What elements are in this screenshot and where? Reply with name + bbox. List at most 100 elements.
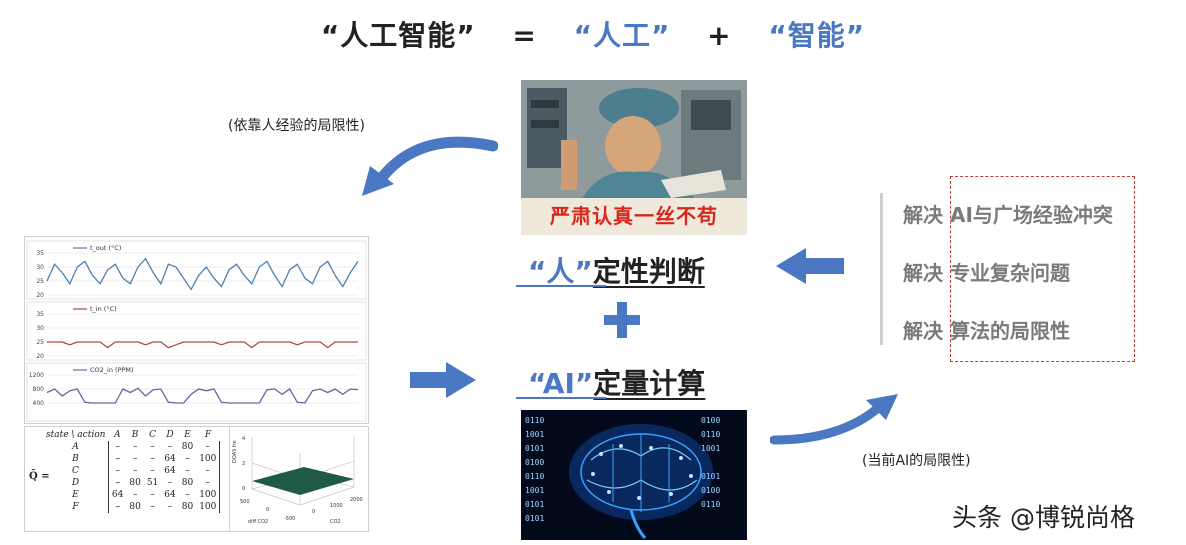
human-quote: “人” xyxy=(528,255,593,288)
title-equals: = xyxy=(512,19,537,52)
table-cell: – xyxy=(132,490,138,500)
solution-item-2: 解决 专业复杂问题 xyxy=(903,257,1070,286)
y-tick-label: 20 xyxy=(36,353,44,360)
table-cell: 100 xyxy=(196,489,221,501)
y-tick: 0 xyxy=(266,507,269,513)
binary-digit: 1001 xyxy=(525,430,545,439)
binary-digit: 0101 xyxy=(525,514,545,523)
human-limit-caption: (依靠人经验的局限性) xyxy=(228,118,365,134)
chart-panel xyxy=(26,240,367,300)
x-tick: 0 xyxy=(312,509,315,515)
y-tick-label: 1200 xyxy=(29,372,44,379)
table-cell: – xyxy=(107,441,127,453)
surface-plane xyxy=(252,467,354,495)
table-row-header: B xyxy=(72,454,79,464)
table-cell: – xyxy=(132,454,138,464)
table-cell: 64 xyxy=(164,466,176,476)
worker-poster-image: 严肃认真一丝不苟 xyxy=(521,80,747,235)
table-column-header: E xyxy=(184,430,191,440)
binary-digit: 0101 xyxy=(525,444,545,453)
ai-underline xyxy=(516,397,606,399)
y-tick-label: 35 xyxy=(36,311,44,318)
title-plus: + xyxy=(707,19,732,52)
table-cell: – xyxy=(196,441,221,453)
table-cell: 80 xyxy=(181,478,194,488)
table-row: A––––80– xyxy=(43,441,221,453)
series-line xyxy=(46,257,359,291)
legend-label: CO2_in (PPM) xyxy=(90,366,134,374)
watermark: 头条 @博锐尚格 xyxy=(952,503,1135,532)
binary-digit: 0101 xyxy=(701,472,721,481)
z-tick: 4 xyxy=(242,436,245,442)
solution-verb: 解决 xyxy=(903,203,943,227)
y-tick-label: 20 xyxy=(36,292,44,299)
table-row-header: C xyxy=(72,466,79,476)
curved-arrow-left-icon xyxy=(362,136,498,196)
solution-text: 算法的局限性 xyxy=(949,319,1070,343)
table-cell: – xyxy=(107,477,127,489)
z-tick: 0 xyxy=(242,486,245,492)
z-axis-label: DOAS fre xyxy=(232,440,238,463)
table-cell: – xyxy=(150,442,155,452)
table-row-header: E xyxy=(72,490,79,500)
solution-verb: 解决 xyxy=(903,319,943,343)
y-tick-label: 800 xyxy=(33,386,45,393)
chart-panel xyxy=(26,301,367,361)
y-axis-label: diff CO2 xyxy=(248,519,268,525)
table-column-header: F xyxy=(204,430,212,440)
y-tick-label: 400 xyxy=(33,400,45,407)
ai-quote: “AI” xyxy=(528,367,594,400)
table-row-header: D xyxy=(71,478,80,488)
table-cell: 80 xyxy=(129,502,141,512)
solutions-bar xyxy=(880,193,883,345)
table-cell: – xyxy=(150,502,155,512)
q-label: Q̄ = xyxy=(29,471,50,482)
table-cell: 80 xyxy=(181,442,194,452)
y-tick-label: 25 xyxy=(36,278,44,285)
poster-slogan: 严肃认真一丝不苟 xyxy=(550,204,718,228)
x-tick: 2000 xyxy=(350,497,363,503)
table-column-header: B xyxy=(131,430,139,440)
title-intelligence: “智能” xyxy=(768,19,866,52)
x-axis-label: CO2 xyxy=(330,519,341,525)
solution-verb: 解决 xyxy=(903,261,943,285)
series-line xyxy=(47,341,358,349)
y-tick: -500 xyxy=(284,516,295,522)
table-cell: – xyxy=(185,490,190,500)
table-cell: 80 xyxy=(181,502,194,512)
ai-limit-caption: (当前AI的局限性) xyxy=(862,453,971,469)
page-title: “人工智能” = “人工” + “智能” xyxy=(0,14,1186,54)
binary-digit: 0110 xyxy=(701,500,721,509)
surface-plot: 4 2 0 DOAS fre 500 0 -500 diff CO2 0 100… xyxy=(232,436,363,525)
table-cell: – xyxy=(150,454,155,464)
table-column-header: C xyxy=(149,430,156,440)
table-cell: – xyxy=(150,466,155,476)
arrow-right-icon xyxy=(410,362,476,398)
y-tick-label: 25 xyxy=(36,339,44,346)
binary-digit: 0100 xyxy=(525,458,545,467)
legend-label: t_in (°C) xyxy=(90,305,117,313)
solution-text: 专业复杂问题 xyxy=(949,261,1070,285)
human-underline xyxy=(516,285,606,287)
legend-label: t_out (°C) xyxy=(90,244,121,252)
solution-item-1: 解决 AI与广场经验冲突 xyxy=(903,199,1113,228)
title-human-work: “人工” xyxy=(573,19,671,52)
plus-icon xyxy=(604,302,640,338)
table-cell: – xyxy=(196,465,221,477)
arrow-left-icon xyxy=(776,248,844,284)
table-cell: 64 xyxy=(107,489,127,501)
table-cell: – xyxy=(185,454,190,464)
table-cell: – xyxy=(196,477,221,489)
table-row-header: F xyxy=(72,502,79,512)
table-cell: – xyxy=(167,502,173,512)
y-tick: 500 xyxy=(240,499,250,505)
ai-quantitative-heading: “AI”定量计算 xyxy=(528,362,705,402)
table-column-header: D xyxy=(166,430,174,440)
table-cell: 64 xyxy=(164,454,176,464)
